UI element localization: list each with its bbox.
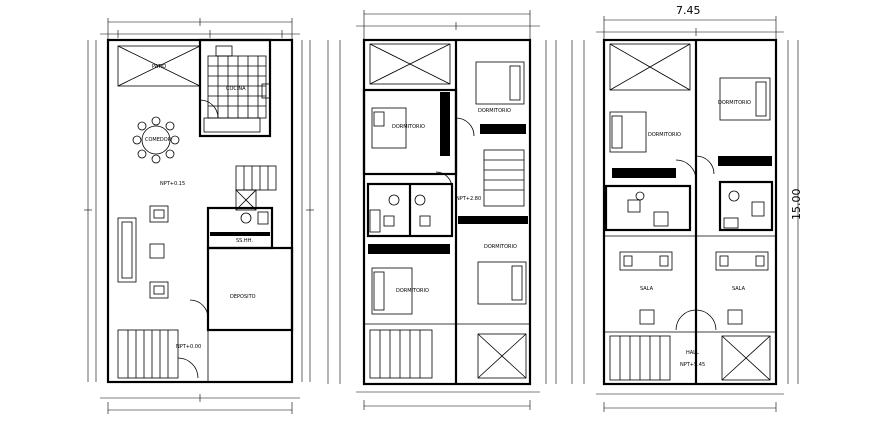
ground-stair-level-label: NPT+0.00: [176, 344, 201, 350]
second-sala-right-label: SALA: [732, 286, 746, 292]
kitchen-label: COCINA: [226, 86, 246, 92]
first-bed1-closet: [440, 92, 450, 156]
armchair-2: [149, 281, 169, 299]
second-bed1-bed: [609, 111, 647, 153]
ground-stair-lower: [117, 329, 179, 379]
kitchen-sink: [215, 45, 233, 57]
ground-stair-upper: [235, 165, 277, 191]
second-bed1-closet: [612, 168, 676, 178]
first-bed3-label: DORMITORIO: [396, 288, 429, 294]
shop-walls: [206, 246, 294, 332]
second-kitchen-left: [604, 184, 692, 232]
kitchen-counter: [203, 117, 261, 133]
second-hall-label: HALL: [686, 350, 699, 356]
second-bed2-door: [695, 155, 715, 175]
first-floor-plan: DORMITORIO DORMITORIO NPT+2.80 DORMITORI…: [327, 10, 557, 410]
kitchen-stove: [261, 83, 271, 99]
first-outer-wall: [362, 38, 532, 386]
first-bed3-bed: [371, 267, 413, 315]
first-bed3-closet: [368, 244, 450, 254]
ground-floor-plan: PATIO COCINA COMEDOR NPT+0.15: [84, 18, 314, 414]
first-bath1-toilet: [388, 194, 400, 206]
second-bed1-label: DORMITORIO: [648, 132, 681, 138]
toilet-sink: [257, 211, 269, 225]
second-bed1-door: [675, 159, 697, 181]
second-level-label: NPT+5.45: [680, 362, 705, 368]
dining-label: COMEDOR: [145, 137, 172, 143]
ground-shaft: [235, 189, 257, 211]
plan-length-dimension: 15.00: [790, 189, 803, 221]
first-bed1-label: DORMITORIO: [392, 124, 425, 130]
second-bath-right: [718, 180, 774, 232]
second-door-left: [675, 309, 697, 331]
toilet-label: SS.HH.: [236, 238, 253, 244]
second-void-lower: [721, 335, 771, 381]
second-void: [609, 43, 691, 91]
first-bed2-bed: [475, 61, 525, 105]
first-void: [369, 43, 451, 85]
first-bed2-label: DORMITORIO: [478, 108, 511, 114]
first-bed1-bed: [371, 107, 407, 149]
first-stair: [483, 149, 525, 207]
shop-door-swing: [189, 299, 209, 319]
living-sofa: [117, 217, 137, 283]
ground-dimension-lines: [84, 18, 314, 414]
first-bed2-door: [455, 117, 475, 137]
second-floor-plan: 7.45 15.00 DORMITORIO DORMITORIO SALA: [571, 4, 803, 412]
first-stair-lower: [369, 329, 433, 379]
second-door-right: [695, 309, 717, 331]
dining-table: [132, 116, 180, 164]
toilet-counter-fill: [210, 232, 270, 236]
first-dimension-lines: [327, 10, 557, 410]
second-sala-left-table: [619, 251, 673, 271]
first-bed2-closet: [480, 124, 526, 134]
toilet-bowl: [240, 212, 252, 224]
first-level-label: NPT+2.80: [456, 196, 481, 202]
plan-width-dimension: 7.45: [676, 4, 701, 17]
first-bath2-sink: [419, 215, 431, 227]
first-bath-door: [435, 171, 453, 189]
first-bath2-toilet: [414, 194, 426, 206]
ground-level-label: NPT+0.15: [160, 181, 185, 187]
second-outer-wall: [602, 38, 778, 386]
coffee-table: [149, 243, 165, 259]
second-sala-left-label: SALA: [640, 286, 654, 292]
first-bed1-room: [362, 88, 458, 176]
second-bed2-closet: [718, 156, 772, 166]
first-bed4-closet: [458, 216, 528, 224]
second-bed2-bed: [719, 77, 771, 121]
first-bed4-bed: [477, 261, 527, 305]
second-sala-right-table: [715, 251, 769, 271]
kitchen-door-swing: [199, 99, 219, 119]
entry-door-swing: [177, 357, 199, 379]
first-bath1-sink: [383, 215, 395, 227]
shop-label: DEPOSITO: [230, 294, 256, 300]
second-bed2-label: DORMITORIO: [718, 100, 751, 106]
patio-label: PATIO: [152, 64, 166, 70]
second-dimension-lines: [571, 16, 799, 412]
first-void-lower: [477, 333, 527, 379]
first-bed4-label: DORMITORIO: [484, 244, 517, 250]
armchair-1: [149, 205, 169, 223]
